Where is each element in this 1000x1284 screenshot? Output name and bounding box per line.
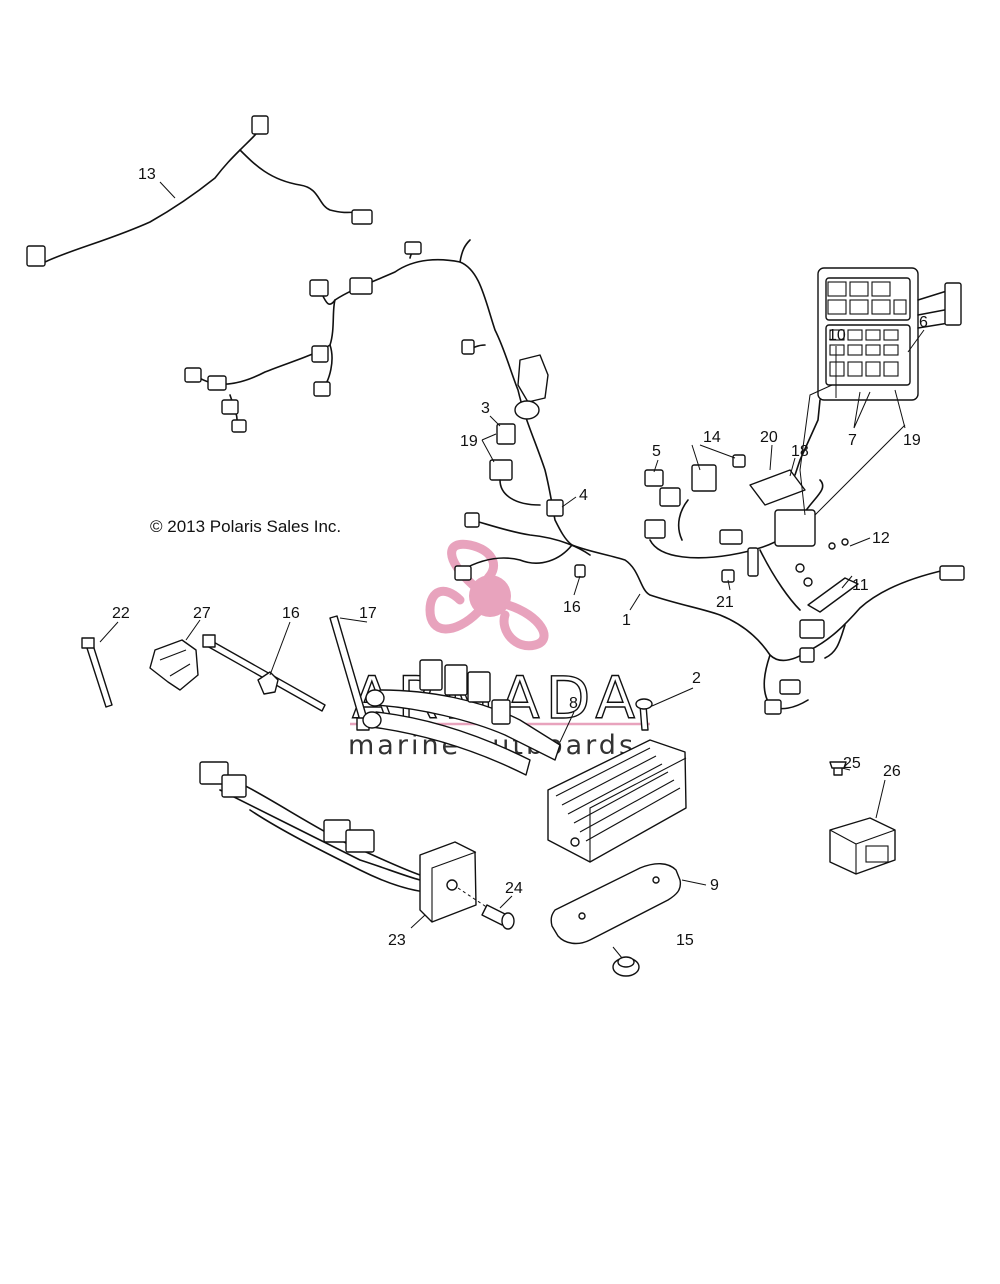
callout-20: 20 xyxy=(760,429,778,446)
callout-8: 8 xyxy=(569,695,578,712)
cable-tie-16 xyxy=(202,634,326,712)
callout-18: 18 xyxy=(791,443,809,460)
callout-4: 4 xyxy=(579,487,588,504)
callout-16-harness: 16 xyxy=(563,599,581,616)
voltage-regulator-8 xyxy=(362,659,687,863)
callout-9: 9 xyxy=(710,877,719,894)
callout-1: 1 xyxy=(622,612,631,629)
callout-labels: 13 3 19 4 5 6 10 7 19 14 20 18 12 11 21 … xyxy=(112,166,928,949)
callout-25: 25 xyxy=(843,755,861,772)
connector-cluster-center xyxy=(464,423,591,556)
relay-26 xyxy=(829,817,896,875)
main-wiring-harness-trunk xyxy=(454,544,965,715)
harness-right-branch xyxy=(644,454,859,613)
callout-11: 11 xyxy=(852,577,869,594)
callout-19-right: 19 xyxy=(903,432,921,449)
propeller-logo-icon xyxy=(425,539,549,651)
callout-16: 16 xyxy=(282,605,300,622)
mounting-plate-9 xyxy=(550,863,682,945)
callout-10: 10 xyxy=(828,327,846,344)
callout-13: 13 xyxy=(138,166,156,183)
grommet-15 xyxy=(612,956,640,977)
cable-tie-22 xyxy=(81,637,113,708)
relay-module-23 xyxy=(199,761,477,923)
callout-3: 3 xyxy=(481,400,490,417)
callout-6: 6 xyxy=(919,314,928,331)
bolt-24 xyxy=(457,887,515,930)
callout-5: 5 xyxy=(652,443,661,460)
callout-19-center: 19 xyxy=(460,433,478,450)
callout-7: 7 xyxy=(848,432,857,449)
callout-21: 21 xyxy=(716,594,734,611)
bracket-clip-27 xyxy=(149,639,199,691)
bolt-2 xyxy=(635,698,653,731)
callout-24: 24 xyxy=(505,880,523,897)
callout-leaders xyxy=(99,181,925,959)
callout-22: 22 xyxy=(112,605,130,622)
callout-12: 12 xyxy=(872,530,890,547)
rear-wiring-harness xyxy=(26,115,373,267)
callout-17: 17 xyxy=(359,605,377,622)
fuse-box xyxy=(794,267,962,476)
main-wiring-harness-upper xyxy=(184,239,573,546)
callout-2: 2 xyxy=(692,670,701,687)
callout-26: 26 xyxy=(883,763,901,780)
callout-27: 27 xyxy=(193,605,211,622)
callout-23: 23 xyxy=(388,932,406,949)
copyright-notice: © 2013 Polaris Sales Inc. xyxy=(150,517,341,536)
callout-14: 14 xyxy=(703,429,721,446)
callout-15: 15 xyxy=(676,932,694,949)
